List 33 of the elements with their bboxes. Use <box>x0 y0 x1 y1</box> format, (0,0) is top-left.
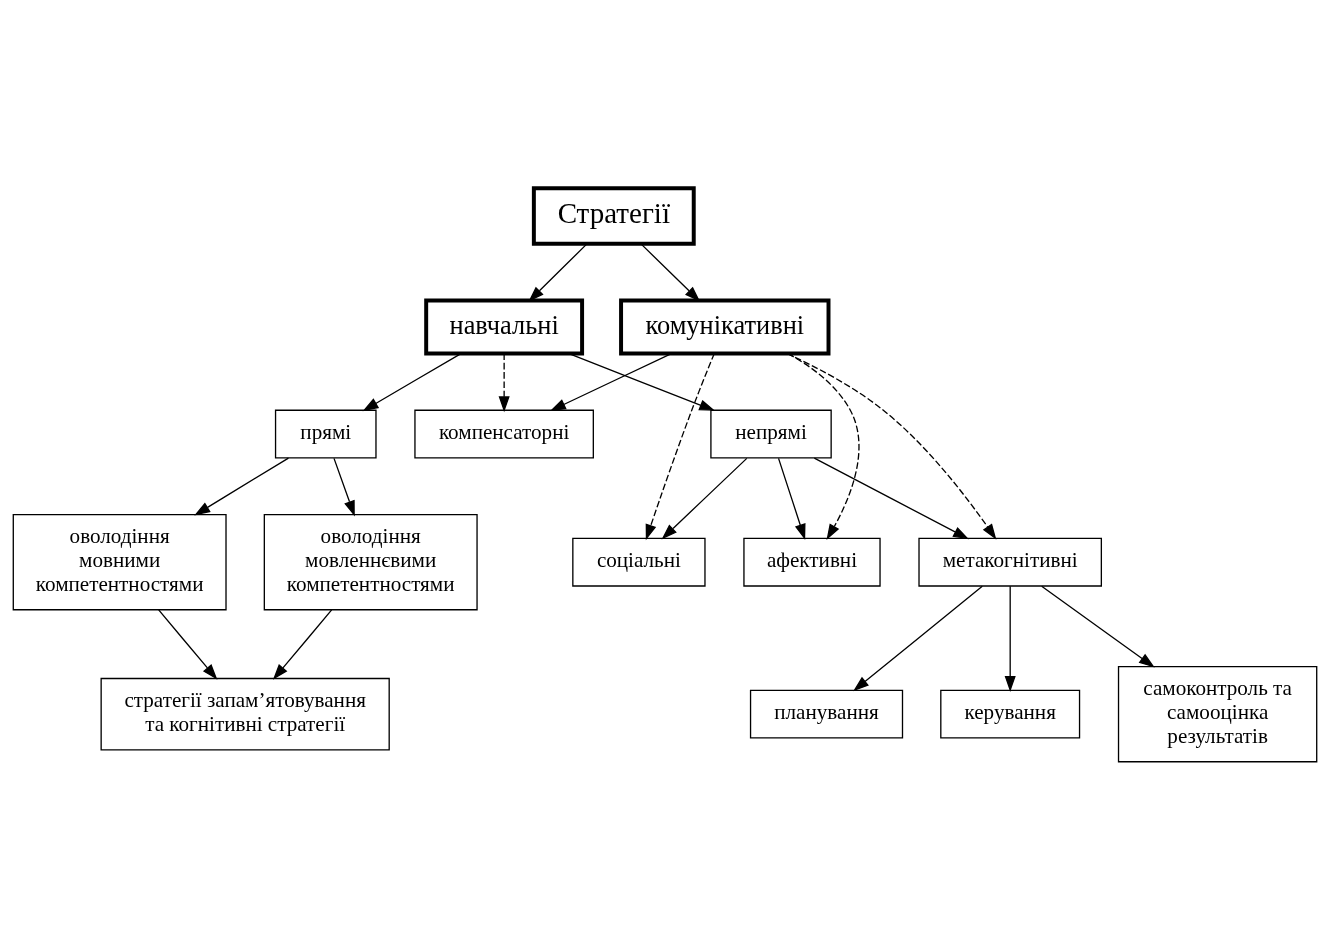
node-box: оволодіння мовними компетентностями <box>12 513 227 610</box>
node-box: непрямі <box>710 409 832 458</box>
node-box: афективні <box>743 537 881 587</box>
arrow <box>853 585 983 691</box>
arrow <box>777 457 806 540</box>
arrow <box>1004 585 1016 692</box>
arrow <box>362 352 462 411</box>
node-box: керування <box>940 689 1081 739</box>
arrow <box>528 243 588 302</box>
node-box: комунікативні <box>619 298 831 355</box>
arrow <box>272 608 333 680</box>
arrow <box>567 352 716 411</box>
arrow <box>550 352 673 411</box>
arrow <box>813 456 969 539</box>
arrow <box>786 352 997 540</box>
node-box: планування <box>749 689 904 739</box>
node-box: метакогнітивні <box>918 537 1102 587</box>
node-box: стратегії запам’ятовування та когнітивні стратегії <box>100 677 390 750</box>
node-box: Стратегії <box>531 185 696 246</box>
arrow <box>498 352 510 412</box>
arrow <box>661 457 748 539</box>
node-box: соціальні <box>572 537 706 587</box>
arrow <box>640 243 701 302</box>
node-box: самоконтроль та самооцінка результатів <box>1117 665 1318 762</box>
arrow <box>1041 585 1155 668</box>
node-box: оволодіння мовленнєвими компетентностями <box>263 513 478 610</box>
node-box: навчальні <box>424 298 585 355</box>
arrow <box>333 457 355 516</box>
node-box: прямі <box>274 409 377 458</box>
arrow <box>645 352 715 540</box>
arrow <box>158 608 218 680</box>
arrow <box>194 456 290 515</box>
node-box: компенсаторні <box>414 409 594 458</box>
